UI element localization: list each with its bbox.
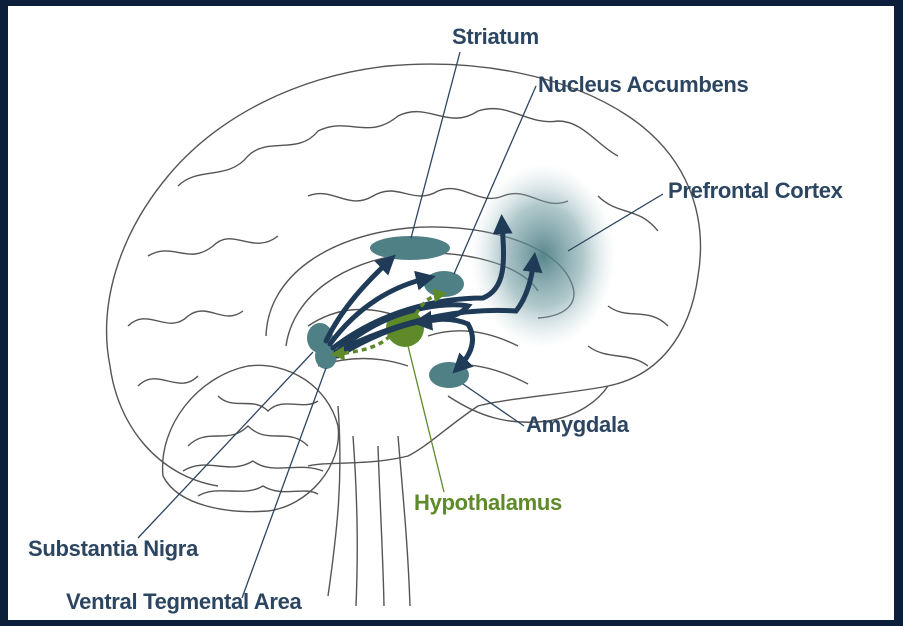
cerebellum-folds	[183, 396, 323, 496]
amygdala-leader	[463, 384, 524, 426]
prefrontal-cortex-region	[471, 164, 615, 348]
nucleus-accumbens-region	[424, 271, 464, 297]
amygdala-label: Amygdala	[526, 412, 629, 438]
striatum-region	[370, 236, 450, 260]
ventral-tegmental-area-leader	[242, 368, 326, 598]
diagram-frame: Striatum Nucleus Accumbens Prefrontal Co…	[8, 6, 894, 620]
striatum-leader	[411, 52, 460, 238]
nucleus-accumbens-label: Nucleus Accumbens	[538, 72, 749, 98]
cerebellum-outline	[163, 365, 339, 511]
substantia-nigra-label: Substantia Nigra	[28, 536, 198, 562]
brain-diagram	[8, 6, 894, 620]
brainstem	[328, 406, 410, 606]
striatum-label: Striatum	[452, 24, 539, 50]
hypothalamus-label: Hypothalamus	[414, 490, 562, 516]
prefrontal-cortex-label: Prefrontal Cortex	[668, 178, 843, 204]
ventral-tegmental-area-label: Ventral Tegmental Area	[66, 589, 302, 615]
